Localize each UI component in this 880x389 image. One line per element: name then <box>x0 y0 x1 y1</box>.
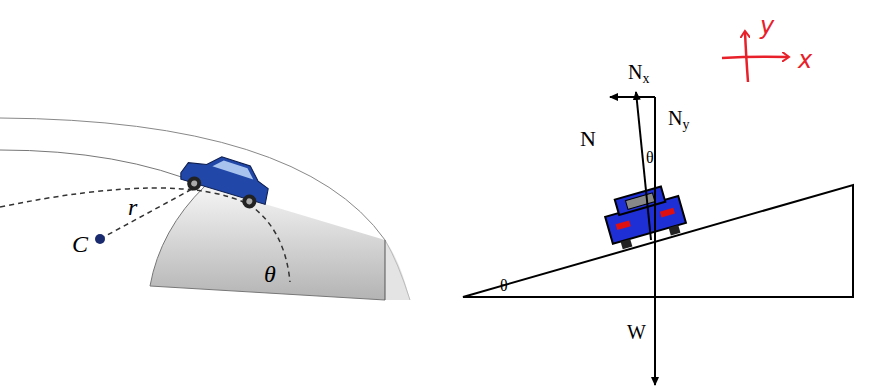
normal-x-label: Nx <box>628 62 649 86</box>
center-label: C <box>72 232 88 256</box>
incline-angle-label: θ <box>500 278 508 294</box>
axis-label: x <box>798 48 812 72</box>
angle-label: θ <box>646 150 654 166</box>
weight-label: W <box>627 322 646 342</box>
normal-y-label: Ny <box>668 108 689 132</box>
radius-label: r <box>128 195 137 219</box>
axis-label: y <box>760 14 774 38</box>
bank-angle-label: θ <box>264 262 276 286</box>
normal-force-label: N <box>580 128 596 150</box>
